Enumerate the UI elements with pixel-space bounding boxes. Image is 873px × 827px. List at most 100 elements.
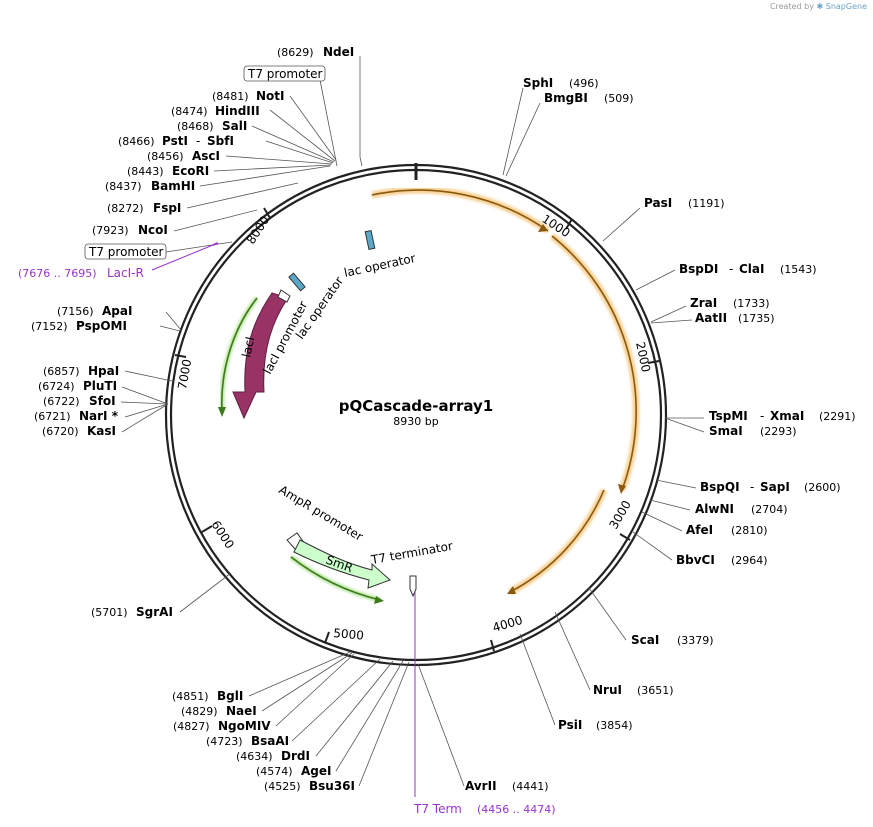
site-name: NcoI	[138, 223, 168, 237]
feature-ampr-promoter[interactable]: AmpR promoter	[276, 483, 365, 550]
site-afei[interactable]: AfeI (2810)	[686, 523, 768, 537]
t7-promoter-label-2[interactable]: T7 promoter	[84, 243, 167, 260]
site-apai[interactable]: (7156) ApaI	[57, 304, 132, 318]
site-zrai[interactable]: ZraI (1733)	[690, 296, 770, 310]
site-hindiii[interactable]: (8474) HindIII	[171, 104, 260, 118]
site-hpai[interactable]: (6857) HpaI	[43, 364, 119, 378]
site-name: KasI	[87, 424, 116, 438]
site-pos: (3854)	[596, 719, 633, 732]
site-name: NruI	[593, 683, 622, 697]
site-bbvci[interactable]: BbvCI (2964)	[676, 553, 768, 567]
site-name: BglI	[217, 689, 243, 703]
site-bgli[interactable]: (4851) BglI	[172, 689, 243, 703]
site-nari[interactable]: (6721) NarI *	[34, 409, 119, 423]
site-name: ZraI	[690, 296, 717, 310]
site-nrui[interactable]: NruI (3651)	[593, 683, 674, 697]
site-bmgbi[interactable]: BmgBI (509)	[544, 91, 634, 105]
site-name: PasI	[644, 196, 672, 210]
site-agei[interactable]: (4574) AgeI	[256, 764, 331, 778]
site-name: PspOMI	[76, 319, 127, 333]
tick-label-5000: 5000	[333, 626, 365, 643]
site-name-2: SapI	[760, 480, 790, 494]
site-kasi[interactable]: (6720) KasI	[42, 424, 116, 438]
site-name: NotI	[256, 89, 285, 103]
tick-label-6000: 6000	[208, 518, 236, 551]
site-psii[interactable]: PsiI (3854)	[558, 718, 633, 732]
site-sep: -	[750, 480, 754, 494]
site-tspmi-xmai[interactable]: TspMI - XmaI (2291)	[709, 409, 856, 423]
site-pos: (8466)	[118, 135, 155, 148]
primer-t7-term[interactable]: T7 Term (4456 .. 4474)	[413, 592, 556, 816]
site-fspi[interactable]: (8272) FspI	[107, 201, 181, 215]
site-pluti[interactable]: (6724) PluTI	[38, 379, 117, 393]
site-name: NdeI	[323, 45, 354, 59]
site-name: EcoRI	[172, 164, 209, 178]
site-pos: (4827)	[173, 720, 210, 733]
t7-promoter-text-1: T7 promoter	[247, 67, 323, 81]
site-ncoi[interactable]: (7923) NcoI	[92, 223, 168, 237]
site-aatii[interactable]: AatII (1735)	[695, 311, 775, 325]
site-sep: -	[729, 262, 733, 276]
arrowhead-icon	[218, 407, 226, 417]
site-name-2: ClaI	[739, 262, 764, 276]
site-bsaai[interactable]: (4723) BsaAI	[206, 734, 289, 748]
site-pspomi[interactable]: (7152) PspOMI	[31, 319, 127, 333]
site-pos: (6857)	[43, 365, 80, 378]
site-name: HindIII	[215, 104, 260, 118]
site-asci[interactable]: (8456) AscI	[147, 149, 220, 163]
primer-laci-r[interactable]: (7676 .. 7695) LacI-R	[18, 242, 219, 280]
tick-label-7000: 7000	[175, 358, 194, 391]
site-drdi[interactable]: (4634) DrdI	[236, 749, 310, 763]
site-smai[interactable]: SmaI (2293)	[709, 424, 797, 438]
site-sfoi[interactable]: (6722) SfoI	[43, 394, 116, 408]
site-bspqi-sapi[interactable]: BspQI - SapI (2600)	[700, 480, 841, 494]
feature-label-t7-terminator: T7 terminator	[369, 539, 454, 567]
site-pos: (8629)	[277, 46, 314, 59]
site-name-2: XmaI	[770, 409, 804, 423]
primer-t7-term-pos: (4456 .. 4474)	[477, 803, 556, 816]
green-arc-left	[218, 296, 259, 417]
t7-promoter-label-1[interactable]: T7 promoter	[243, 65, 326, 82]
site-name: BamHI	[151, 179, 195, 193]
site-pos: (6724)	[38, 380, 75, 393]
site-bsu36i[interactable]: (4525) Bsu36I	[264, 779, 355, 793]
feature-laci[interactable]: lacI	[232, 292, 289, 420]
site-pos: (4634)	[236, 750, 273, 763]
site-bamhi[interactable]: (8437) BamHI	[105, 179, 195, 193]
site-connectors	[120, 56, 705, 787]
site-bspdi-clai[interactable]: BspDI - ClaI (1543)	[679, 262, 817, 276]
site-alwni[interactable]: AlwNI (2704)	[695, 502, 788, 516]
site-ngomiv[interactable]: (4827) NgoMIV	[173, 719, 271, 733]
site-name: NaeI	[226, 704, 257, 718]
site-ecori[interactable]: (8443) EcoRI	[127, 164, 209, 178]
site-ndei[interactable]: (8629) NdeI	[277, 45, 354, 59]
site-name: BmgBI	[544, 91, 588, 105]
site-pasi[interactable]: PasI (1191)	[644, 196, 725, 210]
snapgene-credit: Created by ✱ SnapGene	[770, 2, 867, 11]
plasmid-title: pQCascade-array1 8930 bp	[339, 397, 494, 428]
site-avrii[interactable]: AvrII (4441)	[465, 779, 549, 793]
primer-laci-r-label: LacI-R	[107, 266, 144, 280]
site-noti[interactable]: (8481) NotI	[212, 89, 285, 103]
credit-prefix: Created by	[769, 2, 814, 11]
plasmid-name: pQCascade-array1	[339, 397, 494, 415]
site-name: ApaI	[102, 304, 132, 318]
site-naei[interactable]: (4829) NaeI	[181, 704, 257, 718]
site-sali[interactable]: (8468) SalI	[177, 119, 247, 133]
site-pos: (4441)	[512, 780, 549, 793]
site-name: ScaI	[631, 633, 659, 647]
site-name: SphI	[523, 76, 553, 90]
t7-promoter-text-2: T7 promoter	[88, 245, 164, 259]
feature-t7-terminator[interactable]: T7 terminator	[369, 539, 454, 598]
site-sgrai[interactable]: (5701) SgrAI	[91, 605, 173, 619]
site-name: BsaAI	[251, 734, 289, 748]
arrowhead-icon	[507, 586, 516, 594]
site-name: Bsu36I	[309, 779, 355, 793]
feature-lac-operator-1[interactable]: lac operator	[343, 229, 417, 280]
site-psti-sbfi[interactable]: (8466) PstI - SbfI	[118, 134, 234, 148]
site-name: AlwNI	[695, 502, 734, 516]
site-sphi[interactable]: SphI (496)	[523, 76, 599, 90]
site-sep: -	[760, 409, 764, 423]
site-scai[interactable]: ScaI (3379)	[631, 633, 714, 647]
site-name: NgoMIV	[218, 719, 271, 733]
